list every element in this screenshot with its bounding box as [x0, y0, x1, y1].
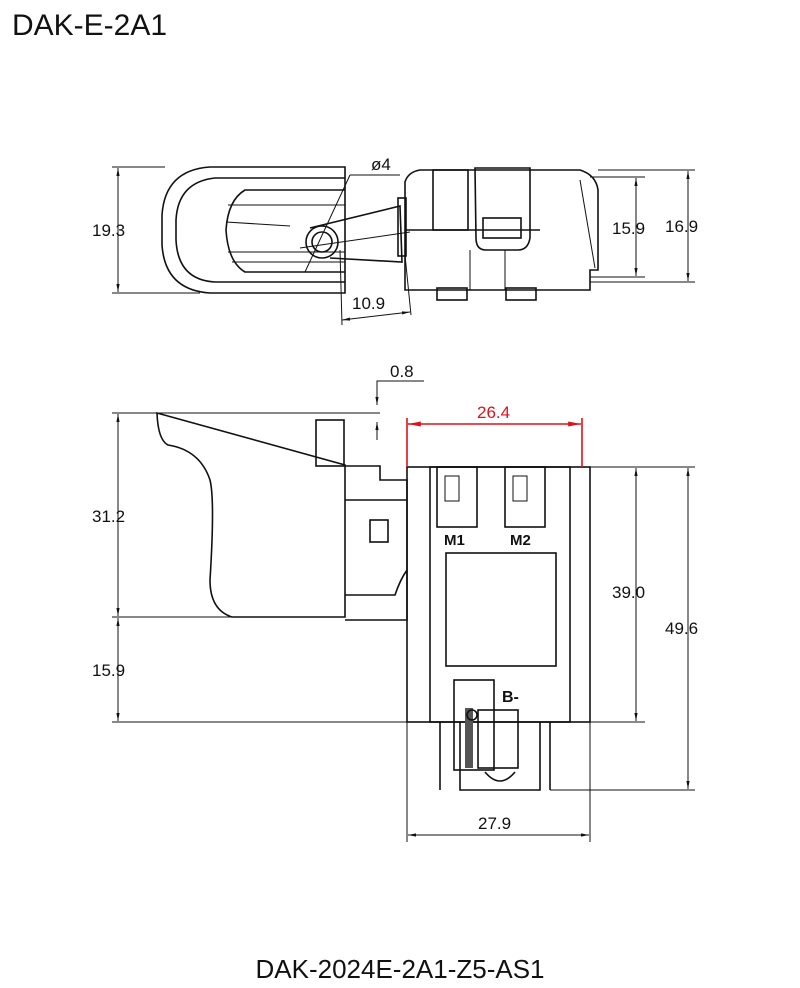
label-m1: M1	[444, 532, 465, 549]
dim-19-3: 19.3	[92, 221, 125, 240]
top-trigger	[161, 166, 411, 294]
top-view: 19.3 ø4 10.9 15.9 16.9	[92, 155, 698, 326]
drawing-title: DAK-E-2A1	[12, 9, 167, 42]
label-m2: M2	[510, 532, 531, 549]
dim-line-10-9	[341, 311, 411, 321]
dim-31-2: 31.2	[92, 507, 125, 526]
dim-49-6: 49.6	[665, 619, 698, 638]
label-b-minus: B-	[502, 689, 519, 706]
dim-39-0: 39.0	[612, 583, 645, 602]
dim-10-9: 10.9	[352, 294, 385, 313]
top-switch-body	[404, 167, 599, 301]
front-switch-body: M1 M2 B-	[406, 466, 591, 791]
hatched-contact	[465, 708, 473, 768]
dim-0-8: 0.8	[390, 362, 414, 381]
dim-15-9-top: 15.9	[612, 219, 645, 238]
window	[445, 552, 557, 667]
dim-16-9: 16.9	[665, 217, 698, 236]
dim-26-4: 26.4	[477, 403, 510, 422]
model-number: DAK-2024E-2A1-Z5-AS1	[255, 954, 544, 984]
front-trigger	[156, 411, 408, 621]
dim-diameter-4: ø4	[371, 155, 391, 174]
dim-15-9-front: 15.9	[92, 661, 125, 680]
front-view: M1 M2 B- 31.2 15.9 0.8 26.4 39.0 49.6	[92, 362, 698, 842]
dim-27-9: 27.9	[478, 814, 511, 833]
